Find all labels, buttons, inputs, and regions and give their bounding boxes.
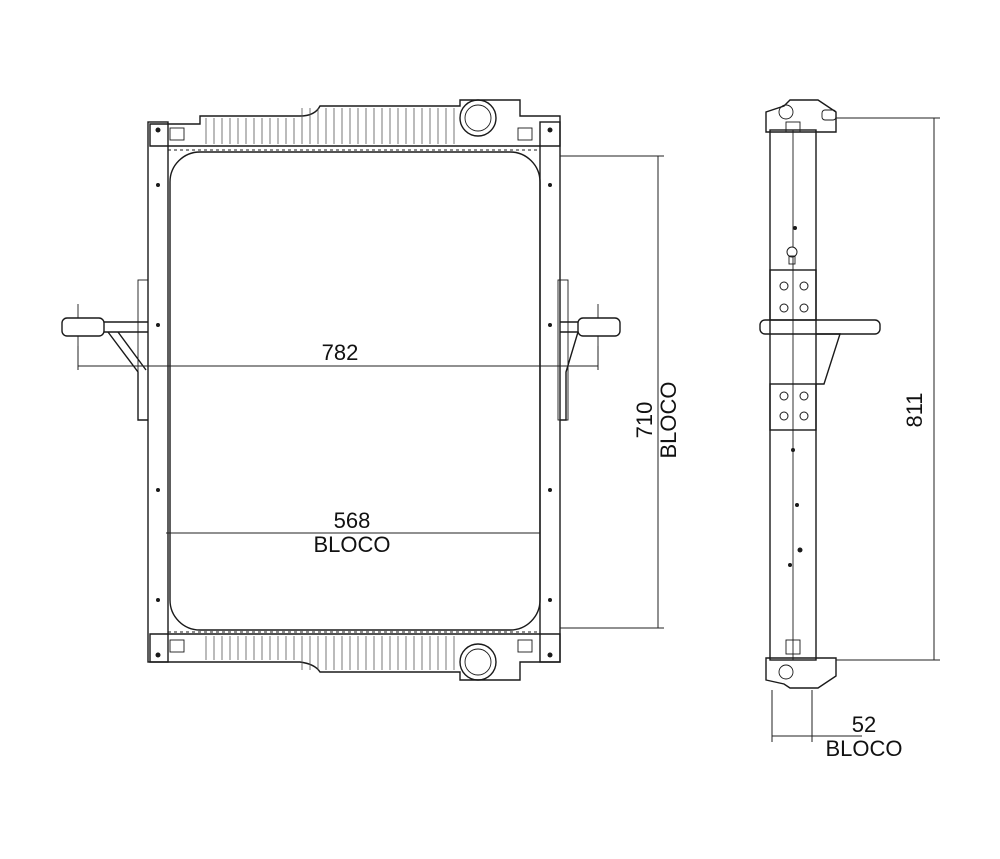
dim-overall-height-label: 811 (902, 392, 927, 427)
dim-block-depth: 52 BLOCO (771, 690, 903, 761)
bracket-top-right (517, 127, 533, 141)
left-mount-arm (61, 279, 149, 421)
bottom-outlet-cap (459, 643, 497, 681)
dim-overall-width: 782 (77, 340, 599, 370)
dim-block-height-label: 710 (632, 402, 657, 439)
side-view (759, 99, 881, 689)
dim-block-height: 710 BLOCO (560, 155, 681, 629)
dim-block-width-label: 568 (334, 508, 371, 533)
left-side-rail (147, 121, 169, 663)
side-top-tank (765, 99, 837, 133)
dim-block-height-note: BLOCO (656, 381, 681, 458)
front-view (61, 99, 621, 681)
top-filler-cap (459, 99, 497, 137)
right-mount-arm (557, 279, 621, 421)
bracket-bottom-left (169, 639, 185, 653)
dim-overall-height: 811 (836, 117, 940, 661)
dim-overall-width-label: 782 (322, 340, 359, 365)
right-side-rail (539, 121, 561, 663)
bottom-tank (149, 633, 561, 681)
dim-block-depth-label: 52 (852, 712, 876, 737)
bracket-top-left (169, 127, 185, 141)
bracket-bottom-right (517, 639, 533, 653)
dim-block-width: 568 BLOCO (166, 508, 540, 557)
side-mount-arm (759, 319, 881, 335)
side-bottom-tank (765, 657, 837, 689)
core-block (169, 151, 541, 631)
lower-bracket-plate (769, 383, 817, 431)
bottom-tank-fins (205, 636, 455, 670)
dim-block-depth-note: BLOCO (825, 736, 902, 761)
top-tank (149, 99, 561, 147)
dim-block-width-note: BLOCO (313, 532, 390, 557)
top-tank-fins (205, 108, 455, 144)
